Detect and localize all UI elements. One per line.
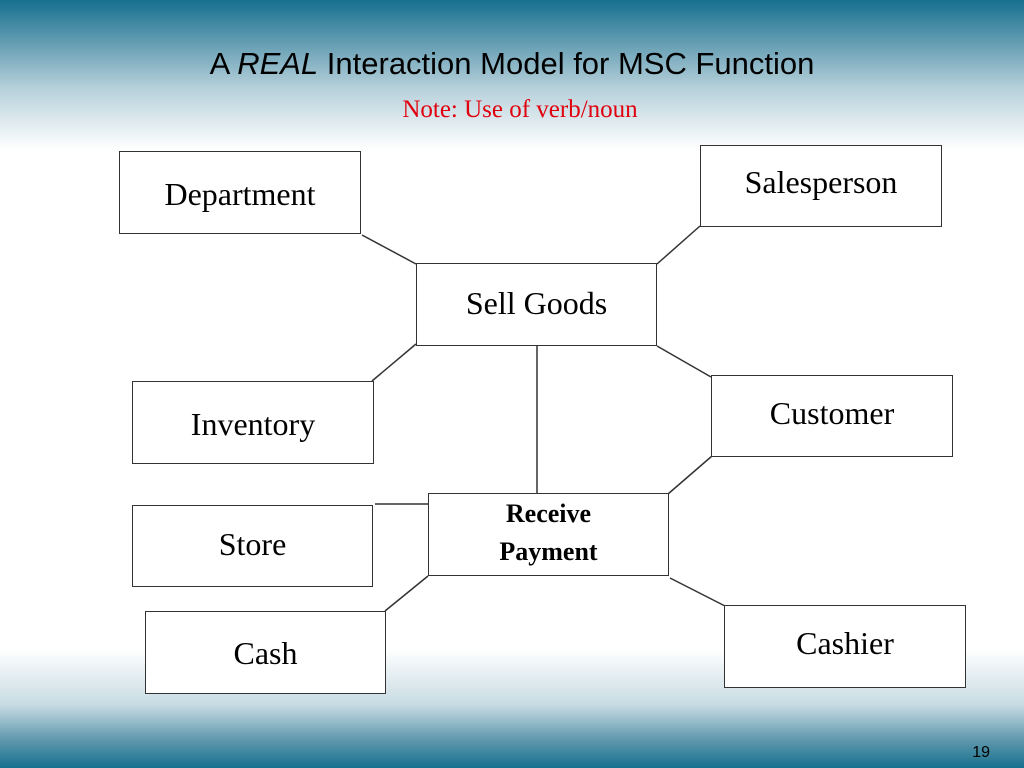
line-department-sell-goods — [361, 234, 417, 265]
inventory-box: Inventory — [132, 381, 374, 464]
salesperson-box: Salesperson — [700, 145, 942, 227]
line-salesperson-sell-goods — [656, 225, 701, 265]
title-suffix: Interaction Model for MSC Function — [318, 46, 815, 81]
line-customer-receive-payment — [667, 455, 713, 495]
receive-payment-label-line1: Receive — [505, 499, 592, 529]
sell-goods-label: Sell Goods — [465, 285, 608, 321]
cash-box: Cash — [145, 611, 386, 694]
title-prefix: A — [209, 46, 238, 81]
customer-label: Customer — [769, 394, 895, 431]
title-emphasis: REAL — [237, 46, 319, 81]
store-box: Store — [132, 505, 373, 587]
cashier-label: Cashier — [796, 625, 894, 661]
slide-title: A REAL Interaction Model for MSC Functio… — [0, 46, 1024, 82]
department-label: Department — [164, 176, 316, 212]
inventory-label: Inventory — [190, 406, 316, 442]
slide-subtitle: Note: Use of verb/noun — [402, 96, 638, 123]
line-sell-goods-customer — [656, 345, 712, 378]
line-receive-payment-cash — [384, 575, 429, 612]
receive-payment-box: Receive Payment — [428, 493, 669, 576]
page-number: 19 — [972, 744, 990, 761]
line-sell-goods-inventory — [371, 343, 417, 382]
customer-box: Customer — [711, 375, 953, 457]
department-box: Department — [119, 151, 361, 234]
salesperson-label: Salesperson — [744, 163, 898, 200]
line-receive-payment-cashier — [669, 577, 726, 607]
store-label: Store — [218, 526, 287, 562]
cash-label: Cash — [233, 635, 298, 671]
receive-payment-label-line2: Payment — [499, 537, 598, 566]
sell-goods-box: Sell Goods — [416, 263, 657, 346]
cashier-box: Cashier — [724, 605, 966, 688]
